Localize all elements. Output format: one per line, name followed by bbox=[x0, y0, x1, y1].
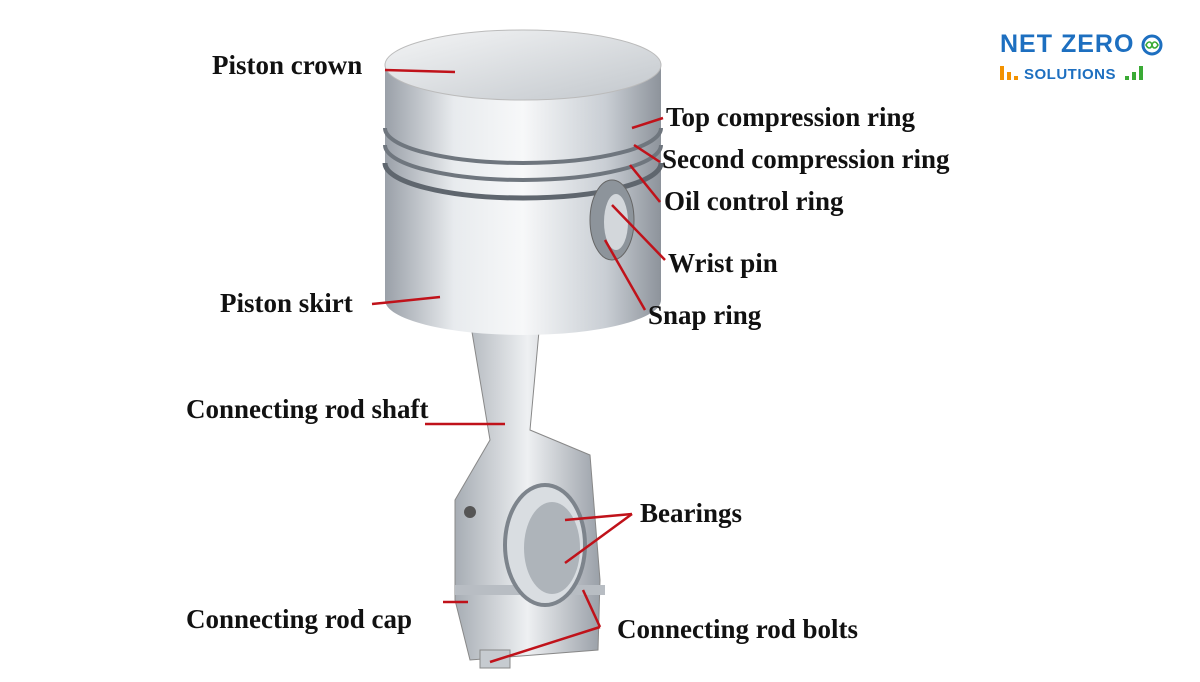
label-second-compression-ring: Second compression ring bbox=[662, 144, 950, 174]
label-connecting-rod-cap: Connecting rod cap bbox=[186, 604, 413, 634]
bars-orange-icon bbox=[1000, 66, 1018, 80]
label-piston-skirt: Piston skirt bbox=[220, 288, 353, 318]
bars-green-icon bbox=[1124, 66, 1143, 80]
label-connecting-rod-shaft: Connecting rod shaft bbox=[186, 394, 429, 424]
label-top-compression-ring: Top compression ring bbox=[666, 102, 916, 132]
connecting-rod bbox=[454, 319, 605, 669]
logo-line2: SOLUTIONS bbox=[1024, 66, 1117, 83]
label-bearings: Bearings bbox=[640, 498, 743, 528]
infinity-icon bbox=[1141, 34, 1163, 56]
label-wrist-pin: Wrist pin bbox=[668, 248, 778, 278]
logo-line1: NET ZERO bbox=[1000, 30, 1135, 58]
label-snap-ring: Snap ring bbox=[648, 300, 762, 330]
label-oil-control-ring: Oil control ring bbox=[664, 186, 844, 216]
label-connecting-rod-bolts: Connecting rod bolts bbox=[617, 614, 859, 644]
label-piston-crown: Piston crown bbox=[212, 50, 363, 80]
piston bbox=[382, 29, 664, 335]
leader-lines bbox=[371, 68, 666, 664]
net-zero-logo: NET ZERO SOLUTIONS bbox=[1000, 30, 1163, 83]
